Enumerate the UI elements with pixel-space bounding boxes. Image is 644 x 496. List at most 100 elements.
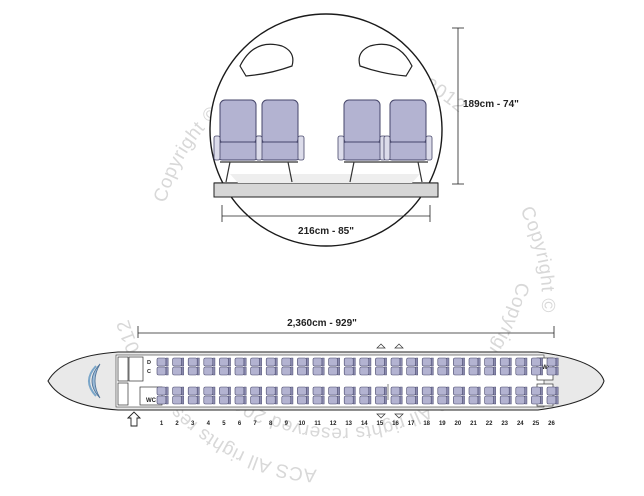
seat — [484, 366, 494, 376]
seat-backrest — [306, 395, 309, 405]
seat — [203, 357, 214, 367]
seat-backrest — [415, 366, 419, 376]
seat-backrest — [212, 395, 216, 405]
seat-armrest — [383, 135, 391, 161]
seat-backrest — [228, 395, 231, 405]
seat — [203, 386, 214, 396]
seat-cushion — [259, 141, 301, 161]
plan-seats — [156, 357, 559, 405]
seat — [172, 386, 182, 396]
seat-backrest — [399, 366, 403, 376]
seat-backrest — [540, 357, 543, 367]
seat — [390, 395, 401, 405]
seat-backrest — [243, 386, 247, 396]
seat-backrest — [165, 357, 169, 367]
seat-backrest — [165, 366, 169, 376]
seat — [343, 366, 354, 376]
seat-backrest — [181, 366, 185, 376]
seat-backrest — [228, 366, 231, 376]
seat-backrest — [509, 366, 512, 376]
seat-backrest — [384, 386, 387, 396]
seat — [265, 386, 276, 396]
seat — [297, 395, 307, 405]
seat-frame — [344, 161, 428, 183]
seat-backrest — [399, 386, 403, 396]
seat-backrest — [384, 366, 387, 376]
seat — [531, 386, 541, 396]
seat — [156, 386, 167, 396]
seat-armrest — [213, 135, 221, 161]
seat — [281, 386, 292, 396]
seat-backrest — [275, 366, 278, 376]
row-number: 16 — [392, 421, 399, 427]
seat-backrest — [321, 386, 325, 396]
seat — [406, 366, 416, 376]
seat-backrest — [353, 386, 356, 396]
seat-letter-c: C — [147, 369, 151, 375]
seat — [156, 395, 167, 405]
seat — [172, 366, 182, 376]
seat-backrest — [431, 395, 434, 405]
seat-backrest — [353, 395, 356, 405]
seat-backrest — [259, 366, 263, 376]
seat-backrest — [555, 386, 559, 396]
cross-section-seat — [213, 99, 263, 161]
seat — [421, 386, 432, 396]
seat — [421, 357, 432, 367]
seat — [172, 357, 182, 367]
seat-backrest — [212, 386, 216, 396]
seat — [515, 366, 526, 376]
seat-backrest — [259, 357, 263, 367]
seat-backrest — [165, 386, 169, 396]
seat — [297, 386, 307, 396]
seat — [203, 395, 214, 405]
seat — [156, 357, 167, 367]
seat — [281, 366, 292, 376]
seat-backrest — [555, 395, 559, 405]
floor-beam — [213, 182, 439, 198]
seat — [515, 395, 526, 405]
seat-letter-d: D — [147, 360, 151, 366]
seat-backrest — [165, 395, 169, 405]
seat-backrest — [306, 386, 309, 396]
seat-frame — [220, 161, 298, 183]
front-wc-label: WC — [146, 398, 157, 404]
seat — [203, 366, 214, 376]
row-number: 9 — [285, 421, 289, 427]
row-number: 24 — [517, 421, 524, 427]
seat-backrest — [431, 386, 434, 396]
seat — [250, 357, 260, 367]
row-number: 18 — [423, 421, 430, 427]
row-number: 10 — [299, 421, 306, 427]
seat-backrest — [493, 357, 497, 367]
seat-backrest — [368, 366, 372, 376]
seat-backrest — [181, 395, 185, 405]
seat — [375, 357, 385, 367]
seat-backrest — [431, 366, 434, 376]
right-overhead-bin — [358, 43, 413, 77]
seat — [312, 366, 323, 376]
seat — [515, 386, 526, 396]
row-number: 25 — [533, 421, 540, 427]
seat — [499, 357, 510, 367]
seat-backrest — [462, 395, 465, 405]
row-number: 12 — [330, 421, 337, 427]
seat-backrest — [228, 357, 231, 367]
seat — [281, 357, 292, 367]
seat — [312, 395, 323, 405]
seat-backrest — [290, 357, 294, 367]
seat — [390, 386, 401, 396]
seat-backrest — [462, 366, 465, 376]
seat — [546, 366, 557, 376]
seat — [531, 395, 541, 405]
seat — [172, 395, 182, 405]
seat — [499, 395, 510, 405]
seat — [297, 366, 307, 376]
seat-armrest — [297, 135, 305, 161]
length-label: 2,360cm - 929" — [287, 318, 357, 329]
seat-cushion — [217, 141, 259, 161]
seat-backrest — [555, 366, 559, 376]
seat — [219, 366, 229, 376]
seat — [219, 395, 229, 405]
